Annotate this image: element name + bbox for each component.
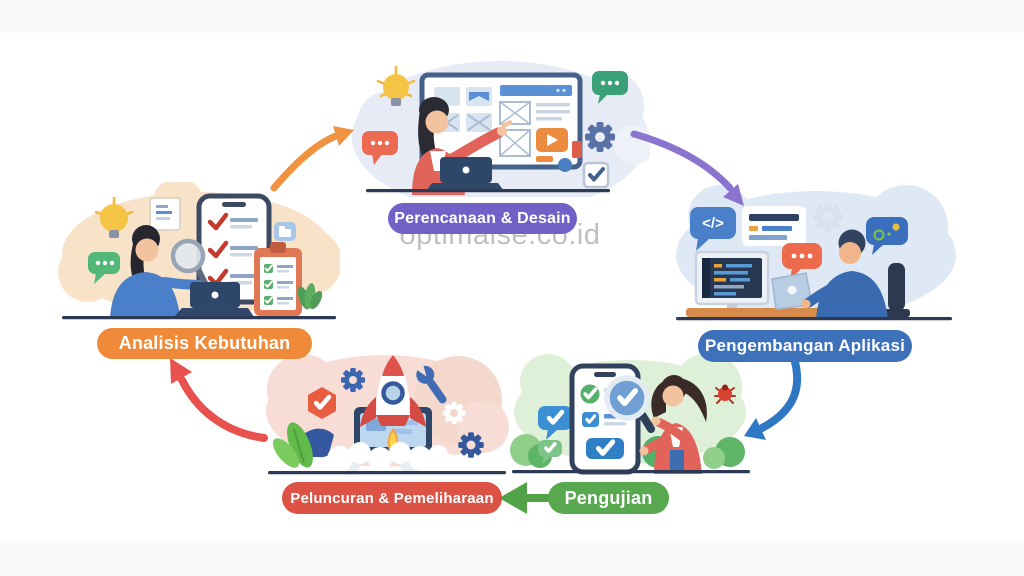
check-bubble-icon <box>538 440 562 464</box>
scene-peluncuran-pemeliharaan <box>266 354 509 475</box>
developer-man <box>801 229 888 319</box>
tester-woman <box>639 375 707 474</box>
lightbulb-icon <box>94 196 134 238</box>
document-icon <box>149 197 181 231</box>
gear-icon <box>442 401 466 425</box>
scene-baseline <box>512 470 750 474</box>
chat-dots-icon <box>782 243 822 280</box>
scene-analisis-kebutuhan <box>58 182 340 320</box>
check-bubble-icon <box>538 406 572 440</box>
scene-pengujian <box>510 353 750 475</box>
stage-label-text: Perencanaan & Desain <box>394 209 571 227</box>
document-card-icon <box>742 206 806 246</box>
magnifier-check-icon <box>604 375 655 433</box>
letterbox-bottom <box>0 542 1024 576</box>
lightbulb-icon <box>376 65 416 106</box>
scene-perencanaan-desain <box>352 61 650 197</box>
chat-dots-icon <box>88 252 120 284</box>
stage-label-perencanaan-desain: Perencanaan & Desain <box>388 203 577 234</box>
wireframe-board-icon <box>419 72 583 170</box>
stage-label-analisis-kebutuhan: Analisis Kebutuhan <box>97 328 312 359</box>
leaf-icon <box>272 422 313 468</box>
scene-pengembangan-aplikasi: </> <box>676 185 956 321</box>
arrow-perencanaan-to-pengembangan <box>630 130 744 206</box>
stage-label-text: Pengembangan Aplikasi <box>704 336 906 355</box>
chat-dots-icon <box>592 71 628 104</box>
gear-icon <box>341 368 365 392</box>
scene-baseline <box>62 316 336 320</box>
checklist-icon <box>582 161 610 189</box>
stage-label-peluncuran-pemeliharaan: Peluncuran & Pemeliharaan <box>282 482 502 514</box>
desk <box>686 308 846 317</box>
code-bubble-icon: </> <box>690 207 736 251</box>
gear-icon <box>585 122 615 152</box>
hexagon-check-icon <box>308 387 336 419</box>
plant-icon <box>297 283 323 310</box>
laptop-icon <box>174 282 254 317</box>
arrow-analisis-to-perencanaan <box>270 126 354 192</box>
arrow-pengembangan-to-pengujian <box>744 354 802 440</box>
folder-chip-icon <box>274 222 296 241</box>
gear-icon <box>458 432 484 458</box>
code-monitor-icon <box>694 250 770 314</box>
bug-icon <box>714 384 736 404</box>
chat-dots-icon <box>362 131 398 165</box>
stage-label-text: Analisis Kebutuhan <box>118 333 291 353</box>
dot-accent <box>558 158 572 172</box>
bug-bubble-icon <box>866 217 908 255</box>
scene-baseline <box>676 317 952 321</box>
stage-label-pengembangan-aplikasi: Pengembangan Aplikasi <box>698 330 912 362</box>
stage-label-text: Peluncuran & Pemeliharaan <box>290 489 494 507</box>
scene-baseline <box>366 189 610 193</box>
letterbox-top <box>0 0 1024 33</box>
scene-baseline <box>268 471 506 475</box>
play-media-icon <box>536 128 568 152</box>
stage-label-text: Pengujian <box>564 487 653 508</box>
clipboard-checklist-icon <box>254 242 302 316</box>
gear-icon <box>813 202 843 232</box>
stage-label-pengujian: Pengujian <box>548 482 669 514</box>
svg-text:</>: </> <box>702 215 724 232</box>
phone-checklist-icon <box>569 363 641 475</box>
arrow-peluncuran-to-analisis <box>170 358 268 442</box>
analyst-man <box>110 225 211 318</box>
arrow-pengujian-to-peluncuran <box>499 482 553 514</box>
wrench-icon <box>414 362 447 404</box>
smoke-clouds <box>319 442 459 475</box>
